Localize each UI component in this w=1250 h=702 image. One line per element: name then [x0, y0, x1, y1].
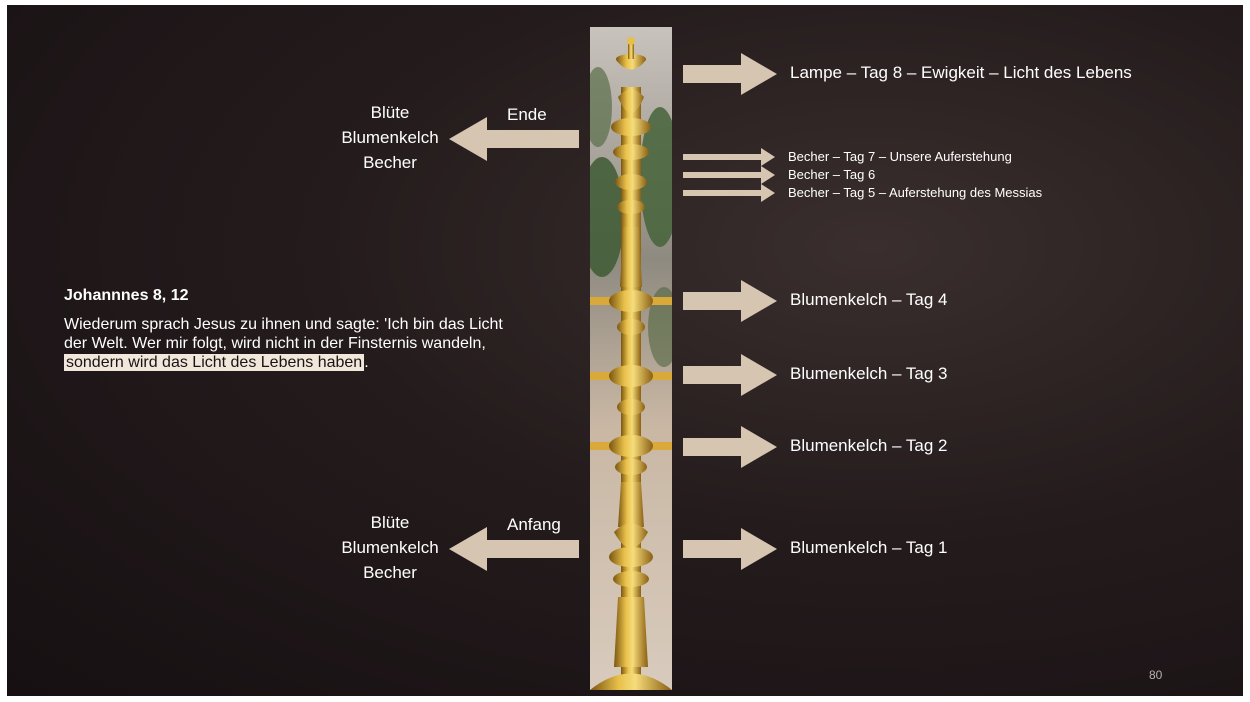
kelch2-arrow-icon [683, 426, 777, 468]
left-bottom-blute: Blüte [370, 513, 410, 532]
verse-body-end: . [364, 354, 369, 371]
left-top-blumenkelch: Blumenkelch [341, 128, 439, 147]
kelch1-label: Blumenkelch – Tag 1 [790, 538, 948, 557]
kelch3-label: Blumenkelch – Tag 3 [790, 364, 948, 383]
verse-body: Wiederum sprach Jesus zu ihnen und sagte… [64, 315, 524, 372]
left-top-blute: Blüte [370, 103, 410, 122]
left-bottom-arrow-label: Anfang [507, 515, 561, 534]
left-top-arrow-icon [449, 117, 579, 161]
becher7-label: Becher – Tag 7 – Unsere Auferstehung [788, 149, 1012, 164]
becher7-arrow-icon [683, 148, 775, 166]
left-top-arrow-label: Ende [507, 105, 547, 124]
becher5-label: Becher – Tag 5 – Auferstehung des Messia… [788, 185, 1043, 200]
lamp-label: Lampe – Tag 8 – Ewigkeit – Licht des Leb… [790, 63, 1132, 82]
kelch2-label: Blumenkelch – Tag 2 [790, 436, 948, 455]
left-bottom-blumenkelch: Blumenkelch [341, 538, 439, 557]
slide: Blüte Blumenkelch Becher Ende Blüte Blum… [7, 5, 1243, 696]
lampstand-pillar-image [590, 27, 672, 690]
left-bottom-arrow-icon [449, 527, 579, 571]
left-bottom-becher: Becher [363, 563, 417, 582]
verse-body-text: Wiederum sprach Jesus zu ihnen und sagte… [64, 316, 503, 352]
kelch4-arrow-icon [683, 280, 777, 322]
kelch1-arrow-icon [683, 528, 777, 570]
becher6-label: Becher – Tag 6 [788, 167, 876, 182]
lamp-arrow-icon [683, 53, 777, 95]
verse-title: Johannnes 8, 12 [64, 287, 189, 304]
becher5-arrow-icon [683, 184, 775, 202]
kelch4-label: Blumenkelch – Tag 4 [790, 290, 948, 309]
verse-highlight: sondern wird das Licht des Lebens haben [64, 354, 365, 371]
left-top-becher: Becher [363, 153, 417, 172]
kelch3-arrow-icon [683, 354, 777, 396]
page-number: 80 [1149, 668, 1163, 682]
becher6-arrow-icon [683, 166, 775, 184]
